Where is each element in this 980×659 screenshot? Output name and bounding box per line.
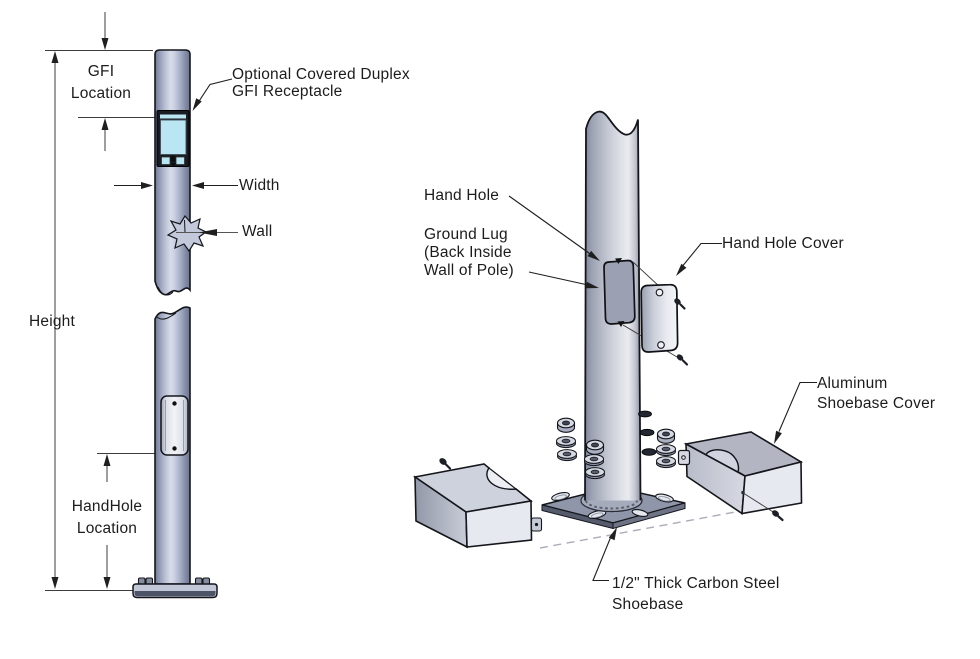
height-label: Height	[29, 313, 76, 330]
shoebase-cover-right	[677, 431, 804, 522]
shoebase-cover-left	[412, 458, 543, 549]
hand-hole-label: Hand Hole	[424, 187, 500, 204]
gfi-location-line1: GFI	[87, 63, 115, 80]
hex-nut	[585, 439, 605, 455]
shoebase-label: 1/2" Thick Carbon Steel Shoebase	[612, 575, 780, 613]
hex-nut	[656, 428, 676, 444]
aluminum-shoebase-cover-label: Aluminum Shoebase Cover	[817, 375, 936, 412]
width-arrows	[114, 182, 238, 189]
anchor-fasteners	[556, 410, 676, 480]
alignment-dashed-line	[539, 507, 758, 549]
gfi-receptacle	[156, 110, 190, 167]
hand-hole-cover-screws	[674, 298, 689, 366]
hand-hole-3d	[603, 258, 636, 327]
hand-hole-cover-3d	[640, 283, 679, 353]
washer	[585, 467, 605, 480]
cover-screw	[439, 458, 452, 470]
washer	[584, 454, 604, 467]
ground-lug-label: Ground Lug (Back Inside Wall of Pole)	[424, 226, 514, 279]
dimension-arrowheads	[51, 38, 111, 589]
gfi-location-label: GFI Location	[55, 61, 147, 105]
washer	[656, 444, 676, 457]
handhole-location-label: HandHole Location	[71, 498, 143, 537]
hex-nut	[556, 417, 576, 433]
gfi-receptacle-leader	[192, 78, 233, 111]
base-plate-2d	[132, 577, 218, 599]
cover-screw	[772, 510, 784, 522]
hand-hole-2d	[160, 395, 189, 456]
pole-upper-section	[154, 49, 191, 296]
weld-ring-front	[580, 500, 643, 513]
dimension-lines	[45, 12, 158, 591]
leader-lines	[508, 195, 817, 582]
width-label: Width	[239, 177, 280, 194]
wall-label: Wall	[242, 223, 273, 240]
washer	[557, 449, 577, 462]
gfi-location-line2: Location	[70, 85, 132, 102]
wall-section-symbol	[166, 214, 238, 253]
gfi-receptacle-label: Optional Covered Duplex GFI Receptacle	[232, 66, 410, 100]
washer	[656, 456, 676, 469]
washer	[556, 436, 576, 449]
plate-slot-holes	[551, 491, 674, 520]
washer-sliver	[638, 410, 657, 456]
hand-hole-cover-label: Hand Hole Cover	[722, 235, 844, 252]
